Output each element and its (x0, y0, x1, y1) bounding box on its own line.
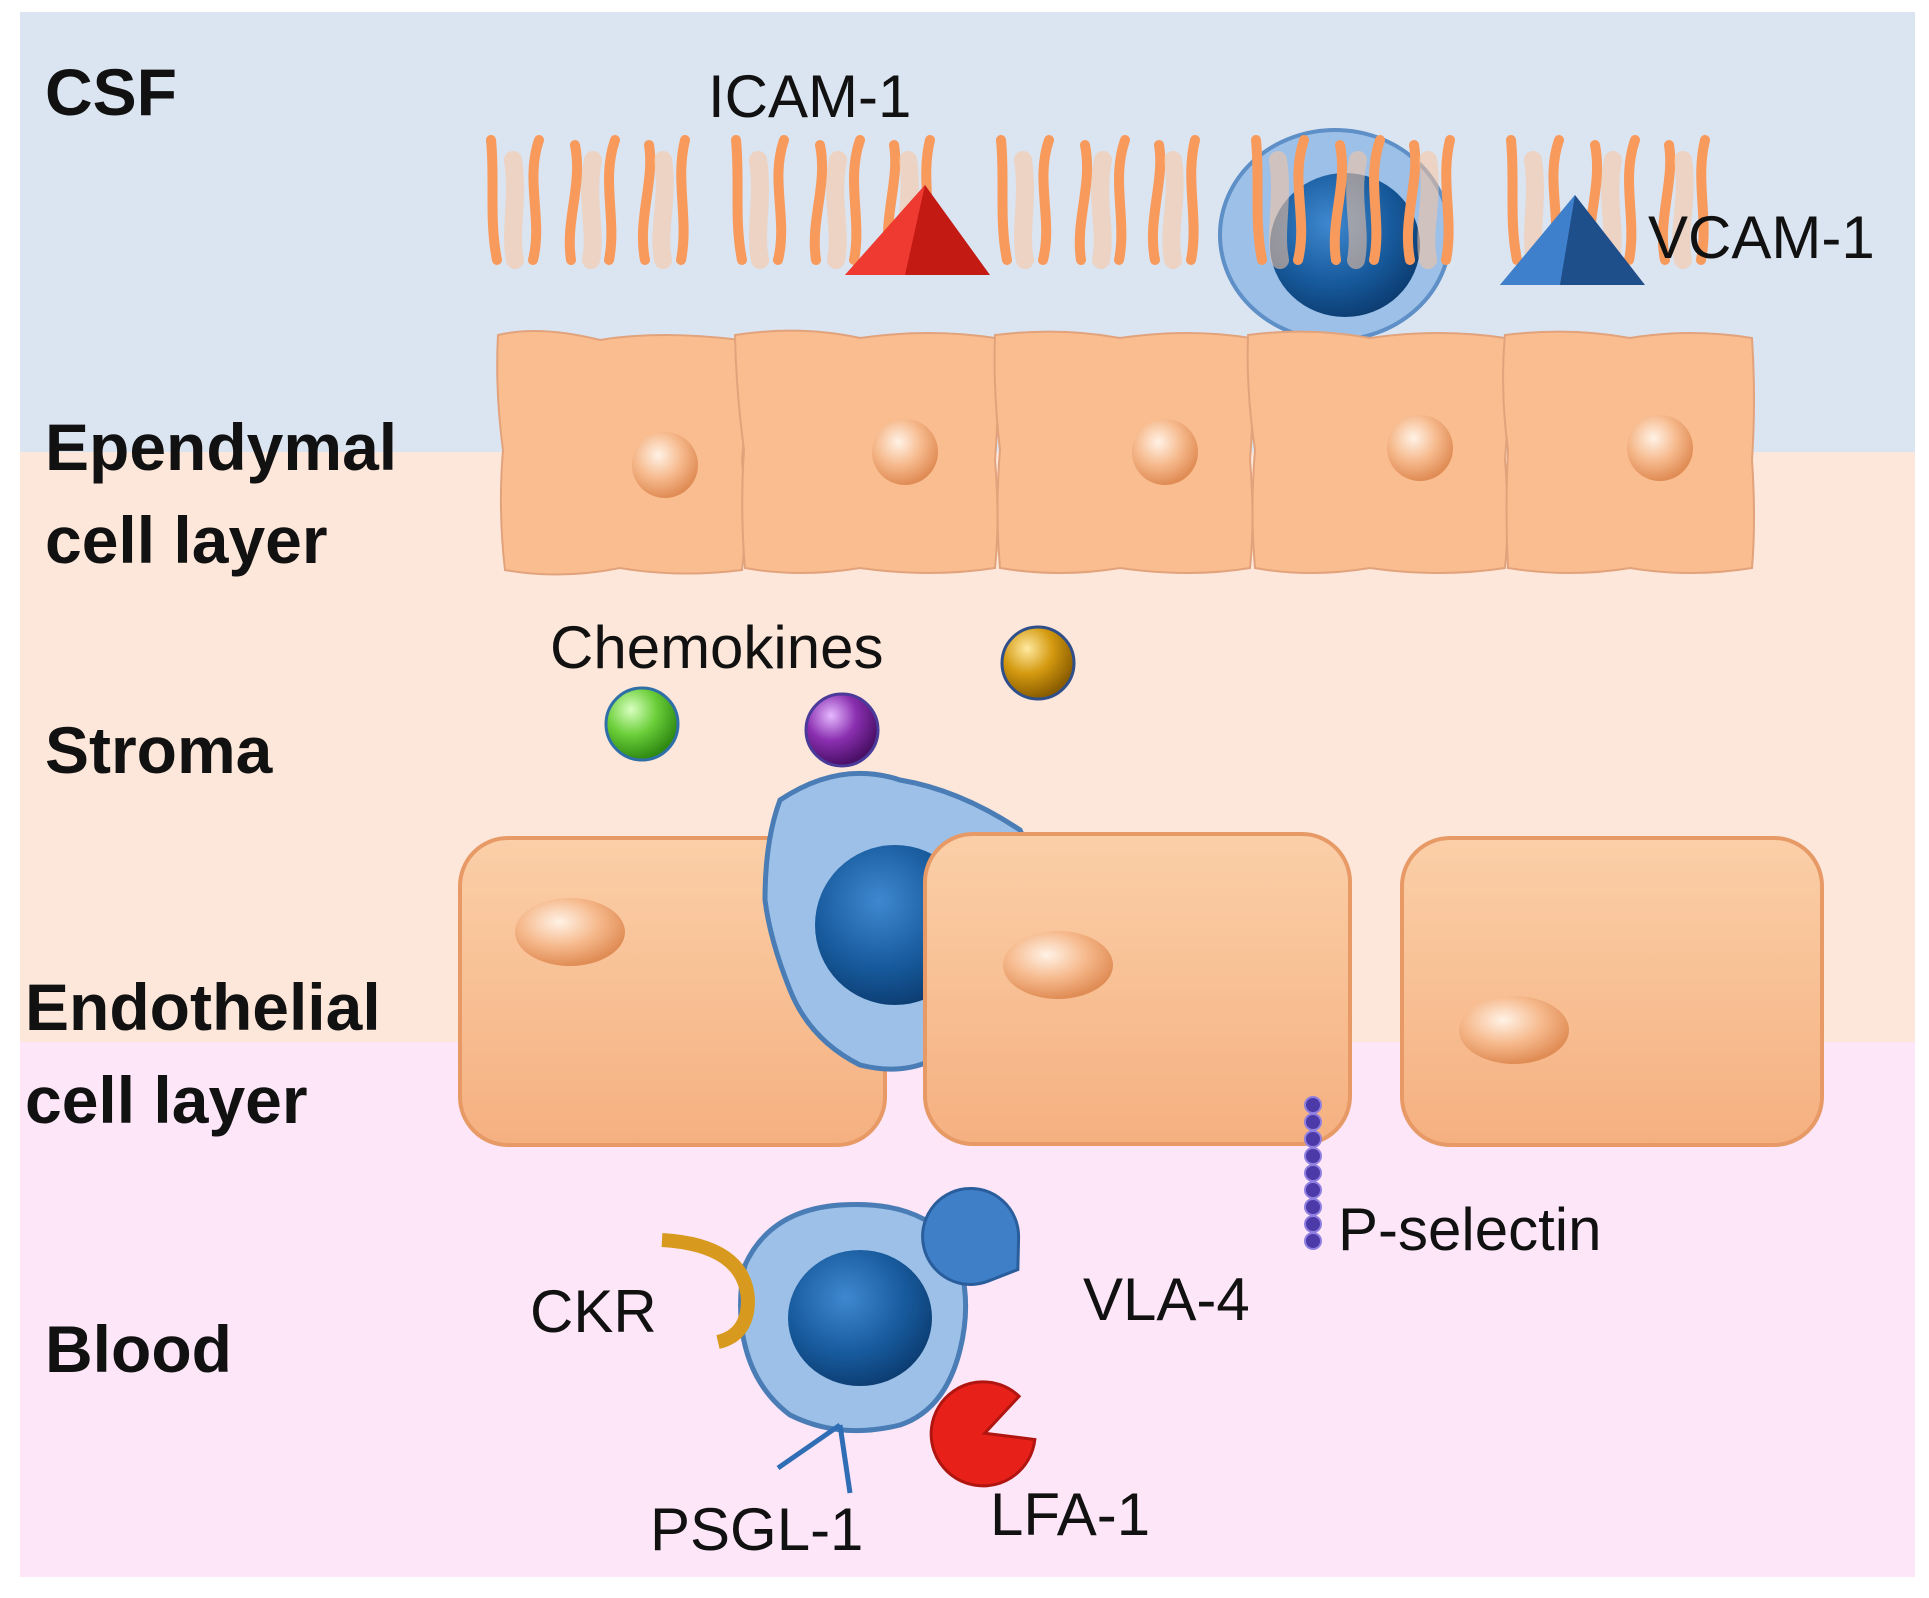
chemokine-gold (1000, 625, 1076, 701)
ckr-receptor (661, 1233, 756, 1349)
label-vla4: VLA-4 (1083, 1266, 1250, 1333)
label-chemokines: Chemokines (550, 614, 884, 681)
label-icam1: ICAM-1 (708, 63, 911, 130)
vla4-receptor (921, 1187, 1021, 1286)
label-endothelial-2: cell layer (25, 1063, 308, 1137)
vcam1-triangle (1500, 195, 1645, 285)
endothelial-cell-3 (1400, 836, 1824, 1147)
label-psgl1: PSGL-1 (650, 1496, 863, 1563)
label-ependymal-1: Ependymal (45, 410, 397, 484)
lfa1-receptor (929, 1380, 1037, 1488)
label-blood: Blood (45, 1312, 232, 1386)
label-endothelial-1: Endothelial (25, 970, 381, 1044)
label-csf: CSF (45, 55, 177, 129)
label-lfa1: LFA-1 (990, 1481, 1150, 1548)
endothelial-cell-2 (923, 832, 1352, 1146)
label-ckr: CKR (530, 1278, 657, 1345)
label-ependymal-2: cell layer (45, 503, 328, 577)
label-vcam1: VCAM-1 (1648, 204, 1875, 271)
label-stroma: Stroma (45, 713, 274, 787)
psgl1-receptor (776, 1422, 853, 1494)
chemokine-green (604, 686, 680, 762)
label-p-selectin: P-selectin (1338, 1196, 1601, 1263)
p-selectin-chain (1304, 1096, 1322, 1250)
chemokine-purple (804, 692, 880, 768)
blood-leukocyte (738, 1201, 969, 1434)
ependymal-nuclei (632, 415, 1693, 498)
ependymal-cells (496, 329, 1755, 576)
icam1-triangle (845, 185, 990, 275)
